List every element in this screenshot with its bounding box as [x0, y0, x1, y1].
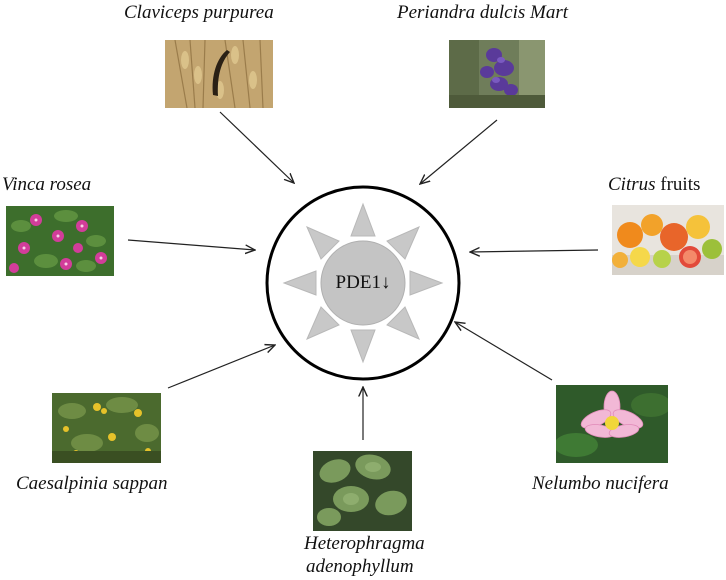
label-citrus-italic: Citrus: [608, 174, 656, 195]
ray-right: [409, 270, 444, 296]
ray-top-left: [306, 226, 340, 260]
photo-periandra: [449, 40, 545, 108]
label-vinca: Vinca rosea: [2, 174, 91, 196]
photo-caesalpinia: [52, 393, 161, 463]
pde1-text: PDE1: [335, 272, 381, 293]
label-heterophragma-italic-1: Heterophragma: [304, 533, 425, 554]
label-claviceps: Claviceps purpurea: [124, 2, 274, 24]
arrow-citrus: [470, 250, 599, 252]
ray-left: [282, 270, 317, 296]
photo-claviceps: [165, 40, 273, 108]
ray-bottom: [350, 329, 376, 364]
ray-bottom-left: [306, 306, 340, 340]
label-heterophragma-line2: adenophyllum: [306, 556, 414, 578]
label-citrus: Citrus fruits: [608, 174, 700, 196]
arrow-caesalpinia: [167, 345, 275, 389]
pde1-label: PDE1↓: [318, 270, 408, 296]
arrow-claviceps: [219, 111, 294, 183]
label-periandra-italic: Periandra dulcis Mart: [397, 2, 568, 23]
label-nelumbo: Nelumbo nucifera: [532, 473, 669, 495]
label-heterophragma-line1: Heterophragma: [304, 533, 425, 555]
arrow-nelumbo: [455, 322, 553, 381]
photo-vinca: [6, 206, 114, 276]
ray-top: [350, 202, 376, 237]
label-citrus-rest: fruits: [655, 174, 701, 195]
label-vinca-italic: Vinca rosea: [2, 174, 92, 195]
label-caesalpinia: Caesalpinia sappan: [16, 473, 167, 495]
photo-citrus: [612, 205, 724, 275]
label-heterophragma-italic-2: adenophyllum: [306, 556, 414, 577]
arrow-periandra: [420, 119, 498, 184]
pde1-sun-icon: [265, 185, 461, 381]
photo-nelumbo: [556, 385, 668, 463]
label-caesalpinia-italic: Caesalpinia sappan: [16, 473, 168, 494]
ray-bottom-right: [386, 306, 420, 340]
ray-top-right: [386, 226, 420, 260]
sun-core: [320, 240, 406, 326]
arrow-vinca: [127, 239, 255, 250]
photo-heterophragma: [313, 451, 412, 531]
label-claviceps-italic: Claviceps purpurea: [124, 2, 274, 23]
label-nelumbo-italic: Nelumbo nucifera: [532, 473, 669, 494]
down-arrow-icon: ↓: [380, 272, 391, 293]
label-periandra: Periandra dulcis Mart: [397, 2, 568, 24]
